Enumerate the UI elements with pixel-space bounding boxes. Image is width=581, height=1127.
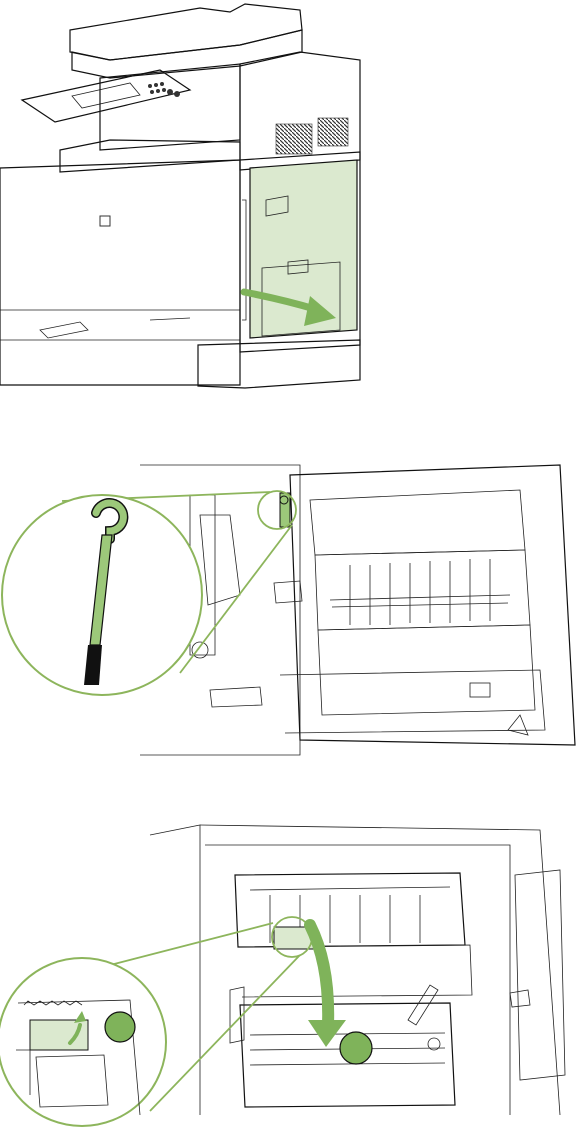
step-locate-tool: [0, 455, 581, 760]
right-door-highlight: [250, 160, 357, 338]
step-2-marker: [340, 1032, 372, 1064]
magnifier-callout: [2, 491, 296, 695]
vent-grille: [276, 118, 348, 154]
step-1-marker: [105, 1012, 135, 1042]
keypad-icon: [148, 82, 180, 97]
printer-icon: [0, 0, 581, 400]
step-open-right-door: [0, 0, 581, 400]
door-interior-icon: [0, 455, 581, 760]
lower-arrow-icon: [308, 925, 346, 1047]
step-lower-guide: [0, 815, 581, 1127]
transfer-area-icon: [0, 815, 581, 1127]
